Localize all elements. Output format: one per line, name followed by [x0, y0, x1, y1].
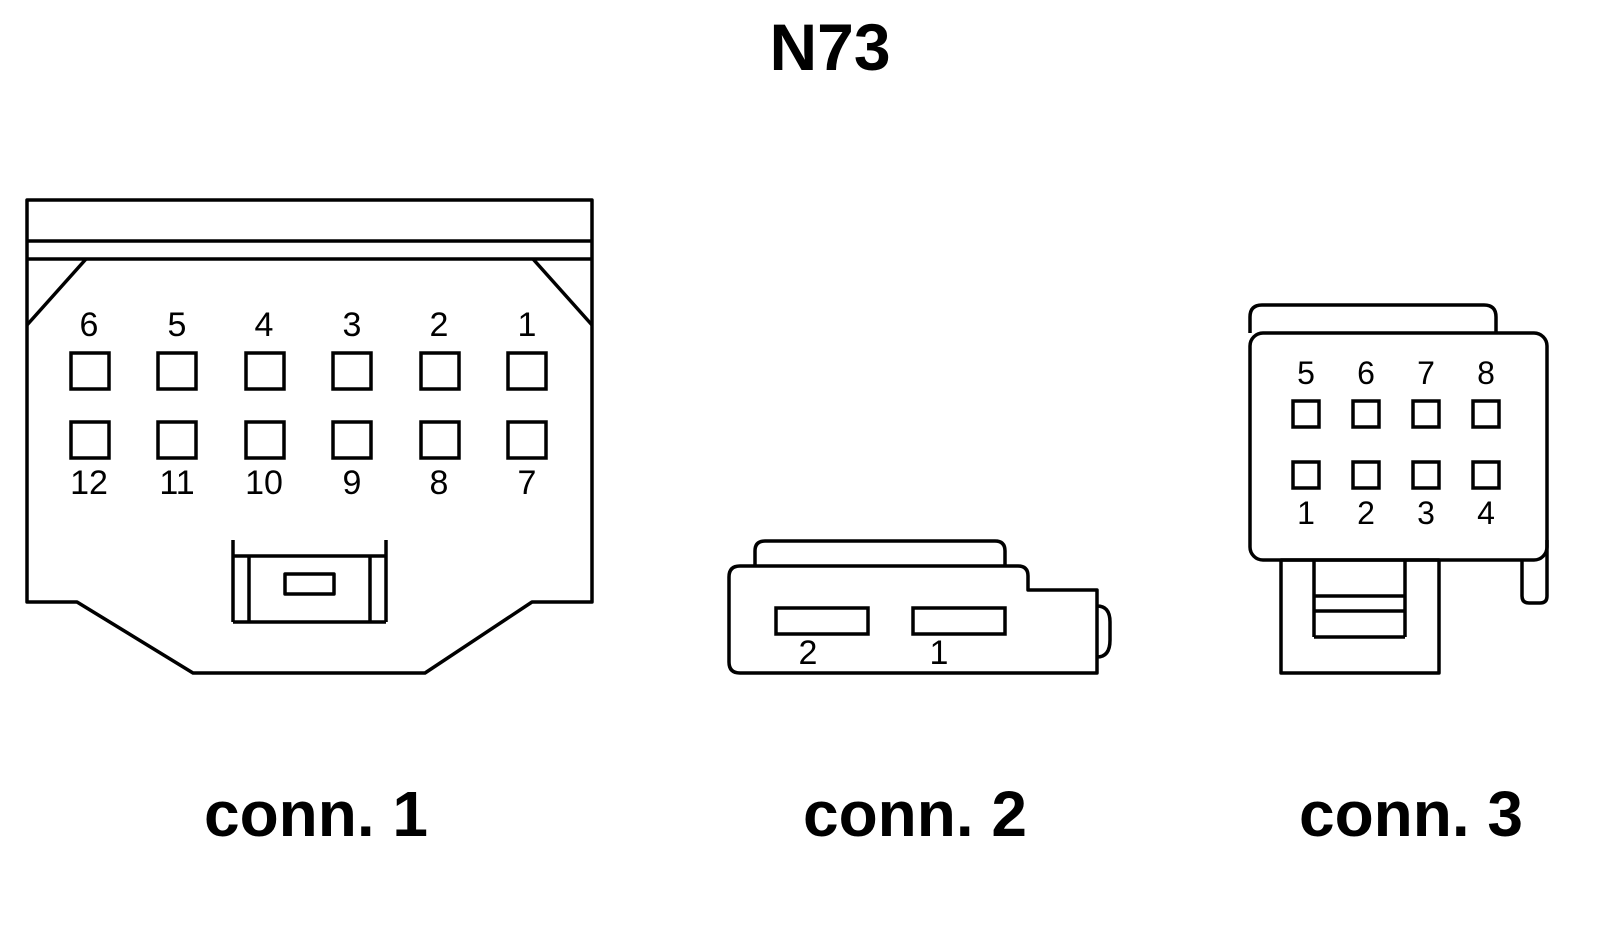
connector-2-side-tab	[1096, 604, 1112, 659]
connector-3-back-shell	[1248, 303, 1498, 333]
pin-cavity	[156, 420, 198, 460]
pin-cavity	[774, 606, 870, 636]
pin-cavity	[1291, 460, 1321, 490]
pin-number: 8	[430, 464, 449, 502]
connector-3: 5 6 7 8 1 2 3 4 conn. 3	[1248, 303, 1549, 850]
pin-cavity	[331, 351, 373, 391]
pin-number: 4	[1477, 495, 1495, 531]
pin-cavity	[1291, 399, 1321, 429]
connector-3-pins	[1291, 399, 1501, 490]
pin-cavity	[331, 420, 373, 460]
pin-number: 7	[1417, 355, 1435, 391]
pin-cavity	[1351, 460, 1381, 490]
pin-cavity	[506, 420, 548, 460]
pin-number: 2	[1357, 495, 1375, 531]
connector-1: 6 5 4 3 2 1 12 11 10 9 8 7 conn. 1	[25, 198, 594, 850]
pin-number: 7	[518, 464, 537, 502]
pin-number: 4	[255, 306, 274, 344]
pin-number: 5	[1297, 355, 1315, 391]
pin-cavity	[69, 351, 111, 391]
connector-1-housing	[25, 198, 594, 675]
pin-cavity	[419, 351, 461, 391]
pin-cavity	[156, 351, 198, 391]
connector-2-top-ridge	[753, 539, 1007, 566]
connector-3-side-latch	[1520, 540, 1549, 605]
pin-number: 5	[168, 306, 187, 344]
pin-cavity	[244, 420, 286, 460]
connector-3-pin-labels: 5 6 7 8 1 2 3 4	[1297, 355, 1495, 531]
pin-cavity	[1411, 399, 1441, 429]
connector-3-lock-tab	[1279, 558, 1441, 675]
pin-cavity	[911, 606, 1007, 636]
connector-1-chamfer-left	[25, 257, 88, 327]
pin-cavity	[1471, 399, 1501, 429]
pin-number: 1	[1297, 495, 1315, 531]
pin-number: 12	[70, 464, 108, 502]
connector-1-pins	[69, 351, 548, 460]
pin-cavity	[1471, 460, 1501, 490]
pin-number: 6	[80, 306, 99, 344]
connector-1-chamfer-right	[531, 257, 594, 327]
pin-number: 1	[518, 306, 537, 344]
pin-number: 2	[799, 634, 818, 672]
pin-cavity	[419, 420, 461, 460]
pin-number: 11	[159, 464, 194, 502]
latch-window	[283, 572, 336, 596]
connector-3-caption: conn. 3	[1299, 778, 1523, 850]
pin-cavity	[244, 351, 286, 391]
pin-number: 9	[343, 464, 362, 502]
connector-3-housing	[1248, 331, 1549, 562]
connector-1-pin-labels: 6 5 4 3 2 1 12 11 10 9 8 7	[70, 306, 536, 502]
pin-cavity	[1411, 460, 1441, 490]
pin-number: 10	[245, 464, 283, 502]
diagram-title: N73	[769, 10, 890, 84]
connector-2-caption: conn. 2	[803, 778, 1027, 850]
lock-tab-frame	[1279, 558, 1441, 675]
connector-1-caption: conn. 1	[204, 778, 428, 850]
connector-2-housing	[727, 564, 1099, 675]
pin-cavity	[506, 351, 548, 391]
pin-number: 3	[343, 306, 362, 344]
connector-1-latch	[231, 540, 388, 624]
pin-number: 6	[1357, 355, 1375, 391]
pin-cavity	[69, 420, 111, 460]
pin-number: 8	[1477, 355, 1495, 391]
pin-number: 3	[1417, 495, 1435, 531]
connector-2: 2 1 conn. 2	[727, 539, 1112, 850]
pin-number: 1	[930, 634, 949, 672]
pin-number: 2	[430, 306, 449, 344]
pin-cavity	[1351, 399, 1381, 429]
